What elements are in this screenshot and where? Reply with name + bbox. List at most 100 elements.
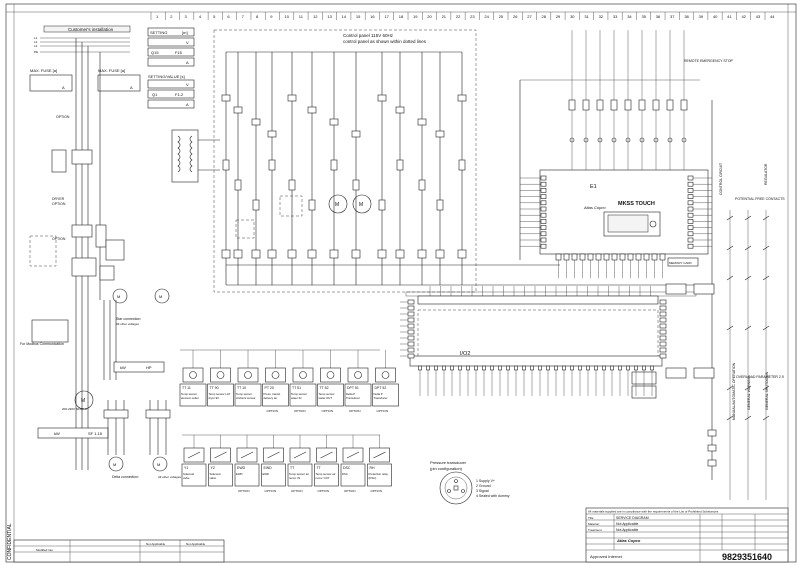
column-number: 14 bbox=[342, 14, 347, 19]
column-number: 11 bbox=[299, 14, 304, 19]
device-description-cont: valve bbox=[183, 476, 190, 480]
sensor-description: Temp sensor bbox=[236, 392, 252, 396]
potential-free-label: POTENTIAL FREE CONTACTS bbox=[735, 197, 785, 201]
sensor-option: OPTION bbox=[322, 409, 334, 413]
max-fuse-left-label: MAX. FUSE [a] bbox=[30, 68, 57, 73]
column-number: 13 bbox=[327, 14, 332, 19]
sensor-description: Temp sensor LAT bbox=[209, 392, 231, 396]
sensor-description-cont: water OUT bbox=[319, 396, 333, 400]
sensor-description: Temp sensor bbox=[319, 392, 335, 396]
column-number: 29 bbox=[556, 14, 561, 19]
setting-title-1: SETTING bbox=[150, 30, 167, 35]
general-warning-label: GENERAL WARNING bbox=[747, 375, 751, 410]
sensor-description: Delta P bbox=[374, 392, 383, 396]
control-transformer bbox=[171, 129, 220, 183]
svg-text:L3: L3 bbox=[34, 44, 38, 48]
setting-unit-v-2: V bbox=[186, 82, 189, 87]
device-option: OPTION bbox=[371, 489, 383, 493]
manual-auto-label: MANUAL/AUTOMATIC OPERATION bbox=[732, 362, 736, 420]
motor-power-unit: kW bbox=[54, 431, 60, 436]
column-number: 20 bbox=[427, 14, 432, 19]
title-block: All materials supplied are in compliance… bbox=[585, 507, 789, 563]
setting-unit-v-1: V bbox=[186, 40, 189, 45]
cooling-fans: M M bbox=[235, 194, 372, 239]
svg-text:A: A bbox=[130, 85, 133, 90]
top-switch-column bbox=[519, 30, 700, 260]
sensor-description: Delta P bbox=[346, 392, 355, 396]
setting-unit-1: [m] bbox=[182, 30, 188, 35]
rev-not-applicable-2: Not Applicable bbox=[186, 542, 206, 546]
controller-name: MKSS TOUCH bbox=[618, 201, 655, 207]
column-number: 28 bbox=[542, 14, 547, 19]
regulator-label: REGULATOR bbox=[764, 163, 768, 185]
column-number: 4 bbox=[199, 14, 202, 19]
sensor-description: Temp sensor bbox=[181, 392, 197, 396]
column-number: 42 bbox=[741, 14, 746, 19]
device-tag: DSC bbox=[343, 466, 351, 470]
service-factor: SF 1.15 bbox=[88, 431, 103, 436]
column-number: 27 bbox=[527, 14, 532, 19]
max-fuse-right-label: MAX. FUSE [a] bbox=[98, 68, 125, 73]
document-number: 9829351640 bbox=[722, 552, 772, 562]
column-number: 9 bbox=[270, 14, 273, 19]
fan-power-box bbox=[113, 361, 165, 373]
device-description-cont: recov. IN bbox=[289, 476, 300, 480]
setting-q15: Q15 bbox=[151, 50, 159, 55]
setting-f15: F15 bbox=[175, 50, 183, 55]
treatment-label: Treatment bbox=[588, 528, 602, 532]
device-description: DSC bbox=[342, 472, 348, 476]
fan-power-hp: HP bbox=[146, 365, 152, 370]
sensor-option: OPTION bbox=[294, 409, 306, 413]
material-label: Material bbox=[588, 522, 599, 526]
device-description: EWD bbox=[236, 472, 243, 476]
star-connection-note: All other voltages bbox=[116, 322, 140, 326]
sensor-description-cont: Transducer bbox=[346, 396, 360, 400]
sensor-tag: TT 11 bbox=[182, 386, 191, 390]
column-number: 34 bbox=[627, 14, 632, 19]
control-circuit-lines bbox=[221, 51, 700, 286]
column-number: 15 bbox=[356, 14, 361, 19]
column-number: 36 bbox=[656, 14, 661, 19]
control-circuit-label: CONTROL CIRCUIT bbox=[719, 162, 723, 195]
sensor-description-cont: dryer 90 bbox=[209, 396, 220, 400]
column-number: 5 bbox=[213, 14, 216, 19]
column-number: 12 bbox=[313, 14, 318, 19]
column-number: 24 bbox=[484, 14, 489, 19]
column-number: 6 bbox=[227, 14, 230, 19]
sheet-border bbox=[5, 3, 797, 563]
column-number: 17 bbox=[384, 14, 389, 19]
device-tag: EWD bbox=[264, 466, 273, 470]
confidential-label: CONFIDENTIAL bbox=[7, 523, 13, 560]
pin-4: 4 Sealed with dummy bbox=[476, 494, 510, 498]
device-option: OPTION bbox=[265, 489, 277, 493]
sensor-tag: TT 10 bbox=[237, 386, 246, 390]
treatment-value: Not Applicable bbox=[616, 528, 638, 532]
sensor-option: OPTION bbox=[267, 409, 279, 413]
column-number: 43 bbox=[756, 14, 761, 19]
delta-connection-label: Delta connection: bbox=[112, 475, 139, 479]
svg-text:M: M bbox=[117, 294, 120, 299]
device-tag: EWD bbox=[237, 466, 246, 470]
svg-text:DRYER: DRYER bbox=[52, 197, 65, 201]
memory-card-label: MEMORY CARD bbox=[669, 261, 693, 265]
customer-installation-title: Customer's installation bbox=[68, 27, 114, 32]
pin-2: 2 Ground bbox=[476, 484, 491, 488]
relay-columns bbox=[707, 100, 770, 500]
sensor-tag: DPT 52 bbox=[375, 386, 387, 390]
column-number: 39 bbox=[699, 14, 704, 19]
device-option: OPTION bbox=[291, 489, 303, 493]
svg-text:M: M bbox=[113, 462, 116, 467]
column-number: 2 bbox=[170, 14, 173, 19]
expansion-io2: I/O2 bbox=[405, 283, 715, 399]
svg-text:OPTION: OPTION bbox=[52, 202, 66, 206]
column-number: 1 bbox=[156, 14, 159, 19]
column-number: 3 bbox=[185, 14, 188, 19]
sensor-tag: DPT 51 bbox=[347, 386, 359, 390]
pressure-transducer-detail: Pressure transducer (pin configuration) … bbox=[430, 460, 510, 505]
star-connection-label: Star connection: bbox=[116, 317, 141, 321]
device-description: EWD bbox=[263, 472, 270, 476]
column-number: 40 bbox=[713, 14, 718, 19]
mains-lines: L1 L2 L3 PE bbox=[34, 36, 130, 54]
controller-pins bbox=[520, 175, 712, 278]
